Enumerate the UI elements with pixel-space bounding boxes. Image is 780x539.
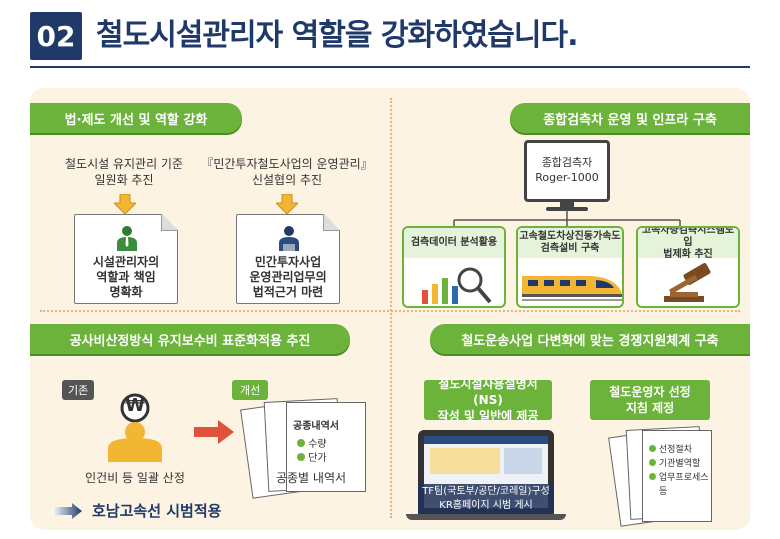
card-inspection-system: 고속차량검측시스템도입 법제화 추진 — [636, 226, 740, 308]
bullet-icon — [297, 453, 305, 461]
section2-title: 종합검측차 운영 및 인프라 구축 — [510, 103, 750, 133]
horizontal-divider — [40, 310, 740, 312]
stacked-sheet-front: 공종내역서 수량 단가 — [286, 402, 366, 492]
document-card-manager-role: 시설관리자의 역할과 책임 명확화 — [74, 214, 178, 304]
box2-line2: 지침 제정 — [625, 401, 675, 415]
doc1-line2: 역할과 책임 — [96, 270, 156, 284]
site-side-image — [504, 448, 542, 474]
pilot-banner: 호남고속선 시범적용 — [92, 502, 222, 520]
laptop-screen: TF팀(국토부/공단/코레일)구성 KR홈페이지 시범 게시 — [418, 430, 554, 514]
list-item4-text: 등 — [659, 487, 668, 497]
doc1-line3: 명확화 — [109, 285, 143, 299]
inspection-car-monitor: 종합검측자 Roger-1000 — [524, 140, 610, 202]
sheet-item-price: 단가 — [297, 449, 327, 464]
doc1-line1: 시설관리자의 — [92, 255, 160, 269]
sheet-item2-text: 단가 — [308, 453, 327, 464]
bullet-icon — [649, 445, 656, 452]
section1-col1-text1: 철도시설 유지관리 기준 — [64, 157, 184, 171]
banner-arrow-icon — [52, 503, 82, 519]
operator-guideline-box: 철도운영자 선정 지침 제정 — [590, 380, 710, 420]
won-symbol: ₩ — [125, 395, 145, 416]
section1-col1-text2: 일원화 추진 — [94, 173, 154, 187]
doc2-line2: 운영관리업무의 — [249, 270, 327, 284]
guideline-list: 선정절차 기관별역할 업무프로세스 등 — [649, 443, 709, 499]
laptop-line2: KR홈페이지 시범 게시 — [439, 500, 533, 511]
section1-col2-text1: 『민간투자철도사업의 운영관리』 — [201, 157, 373, 171]
bullet-icon — [297, 439, 305, 447]
card3-line2: 법제화 추진 — [663, 249, 713, 260]
box2-line1: 철도운영자 선정 — [609, 385, 691, 399]
down-arrow-icon — [276, 194, 298, 214]
laptop-caption: TF팀(국토부/공단/코레일)구성 KR홈페이지 시범 게시 — [418, 484, 554, 514]
ns-manual-box: 철도시설사용설명서(NS) 작성 및 일반에 제공 — [424, 377, 552, 423]
monitor-line2: Roger-1000 — [535, 171, 599, 184]
section1-col2-text2: 신설협의 추진 — [251, 173, 323, 187]
box1-line1: 철도시설사용설명서(NS) — [438, 377, 538, 407]
doc2-line3: 법적근거 마련 — [252, 285, 324, 299]
manager-person-icon — [117, 226, 137, 251]
right-arrow-icon — [194, 420, 234, 444]
sheet-title: 공종내역서 — [293, 421, 339, 432]
sheet-item-quantity: 수량 — [297, 435, 327, 450]
worker-cost-icon — [108, 393, 162, 462]
laptop-line1: TF팀(국토부/공단/코레일)구성 — [422, 486, 550, 497]
monitor-line1: 종합검측자 — [541, 156, 593, 169]
box1-line2: 작성 및 일반에 제공 — [437, 409, 539, 423]
card2-line2: 검측설비 구축 — [540, 243, 600, 254]
page-title: 철도시설관리자 역할을 강화하였습니다. — [96, 18, 578, 53]
page-header: 02 철도시설관리자 역할을 강화하였습니다. — [0, 0, 780, 72]
document-card-private-investment: 민간투자사업 운영관리업무의 법적근거 마련 — [236, 214, 340, 304]
bullet-icon — [649, 473, 656, 480]
list-item: 등 — [649, 485, 709, 499]
after-caption: 공종별 내역서 — [275, 471, 347, 485]
monitor-stand — [560, 202, 574, 208]
title-underline — [30, 66, 750, 68]
list-item: 기관별역할 — [649, 457, 709, 471]
bullet-icon — [649, 459, 656, 466]
list-item: 선정절차 — [649, 443, 709, 457]
section-number: 02 — [30, 12, 82, 60]
sheet-item1-text: 수량 — [308, 439, 327, 450]
label-before: 기존 — [62, 380, 95, 400]
presenter-person-icon — [279, 226, 299, 251]
label-after: 개선 — [232, 380, 269, 400]
list-item3-text: 업무프로세스 — [658, 473, 709, 483]
section4-title: 철도운송사업 다변화에 맞는 경쟁지원체계 구축 — [430, 324, 750, 354]
bar-chart-magnifier-icon — [422, 267, 492, 304]
laptop-base — [406, 514, 566, 520]
card2-line1: 고속철도차상진동가속도 — [519, 231, 621, 242]
section3-title: 공사비산정방식 유지보수비 표준화적용 추진 — [30, 324, 350, 354]
stacked-page-front: 선정절차 기관별역할 업무프로세스 등 — [642, 430, 712, 522]
card3-line1: 고속차량검측시스템도입 — [642, 226, 734, 248]
vertical-divider — [390, 98, 392, 518]
card-vibration-equipment: 고속철도차상진동가속도 검측설비 구축 — [516, 226, 624, 308]
list-item: 업무프로세스 — [649, 471, 709, 485]
monitor-base — [546, 207, 588, 211]
card-data-analysis: 검측데이터 분석활용 — [402, 226, 506, 308]
doc2-line1: 민간투자사업 — [254, 255, 322, 269]
site-header-bar — [424, 436, 548, 444]
gavel-icon — [664, 263, 711, 302]
card1-title: 검측데이터 분석활용 — [404, 228, 504, 258]
down-arrow-icon — [114, 194, 136, 214]
list-item2-text: 기관별역할 — [658, 459, 701, 469]
section1-title: 법·제도 개선 및 역할 강화 — [30, 103, 242, 133]
before-caption: 인건비 등 일괄 산정 — [85, 471, 185, 485]
high-speed-train-icon — [522, 276, 622, 301]
site-banner-image — [430, 448, 500, 474]
list-item1-text: 선정절차 — [658, 445, 692, 455]
